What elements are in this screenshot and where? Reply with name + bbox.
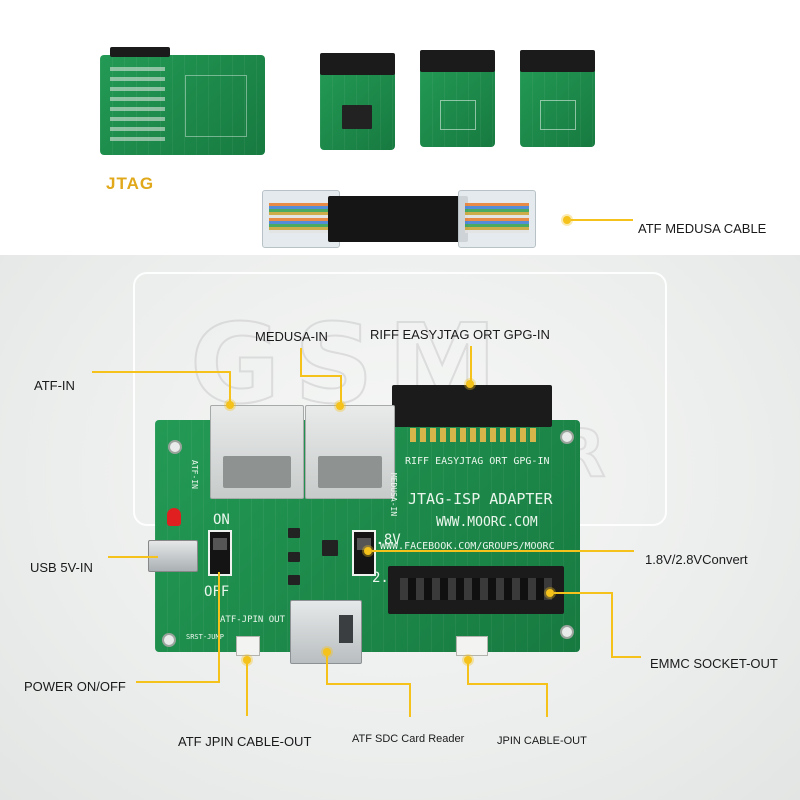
callout-line [300,375,342,377]
emmc-socket [388,566,564,614]
callout-line [372,550,634,552]
riff-header-pins [410,428,536,442]
jtag-title: JTAG [106,174,155,193]
jtag-board [100,47,265,155]
callout-line [611,592,613,658]
mount-hole [162,633,176,647]
label-riff-in: RIFF EASYJTAG ORT GPG-IN [370,327,550,342]
adapter-board-3 [520,50,595,147]
callout-line [246,662,248,716]
silk-srst: SRST-JUMP [186,633,224,641]
callout-line [546,683,548,717]
ic-chip [288,528,300,538]
callout-line [229,371,231,405]
callout-dot [243,656,251,664]
callout-dot [336,402,344,410]
silk-off: OFF [204,584,230,600]
ic-chip [288,552,300,562]
callout-line [92,371,230,373]
mount-hole [168,440,182,454]
callout-dot [464,656,472,664]
label-atf-in: ATF-IN [34,378,75,393]
callout-dot [546,589,554,597]
label-usb-in: USB 5V-IN [30,560,93,575]
label-power: POWER ON/OFF [24,679,126,694]
callout-line [611,656,641,658]
callout-line [326,654,328,684]
mount-hole [560,430,574,444]
atf-in-port [210,405,304,499]
callout-dot [364,547,372,555]
label-jpin: JPIN CABLE-OUT [497,735,587,747]
silk-atf-jpin: ATF-JPIN OUT [220,615,286,625]
callout-line [470,346,472,382]
callout-line [467,683,547,685]
callout-line [571,219,633,221]
callout-line [300,348,302,376]
silk-riff: RIFF EASYJTAG ORT GPG-IN [405,456,550,467]
label-convert: 1.8V/2.8VConvert [645,552,748,567]
callout-line [326,683,410,685]
callout-line [554,592,612,594]
label-atf-medusa-cable: ATF MEDUSA CABLE [638,221,767,236]
silk-medusa-in: MEDUSA-IN [389,472,399,517]
adapter-board-2 [420,50,495,147]
jpin-connector [456,636,488,656]
silk-facebook: WWW.FACEBOOK.COM/GROUPS/MOORC [380,541,555,552]
power-switch [208,530,232,576]
callout-dot [323,648,331,656]
callout-line [136,681,220,683]
label-emmc: EMMC SOCKET-OUT [650,656,778,671]
atf-jpin-connector [236,636,260,656]
cable-connector-right [458,190,536,248]
label-atf-jpin: ATF JPIN CABLE-OUT [178,734,312,749]
silk-2v: 2. [372,570,389,586]
label-sdc: ATF SDC Card Reader [352,733,465,745]
callout-line [467,662,469,684]
silk-atf-in: ATF-IN [189,460,199,489]
medusa-cable [328,196,468,242]
callout-line [108,556,158,558]
callout-line [218,572,220,682]
label-medusa-in: MEDUSA-IN [255,329,328,344]
ic-chip [322,540,338,556]
adapter-board-1 [320,53,395,150]
silk-on: ON [213,512,230,528]
callout-line [340,375,342,405]
callout-line [409,683,411,717]
power-led [167,508,181,526]
callout-dot [563,216,571,224]
mount-hole [560,625,574,639]
silk-url: WWW.MOORC.COM [436,515,538,530]
silk-title: JTAG-ISP ADAPTER [408,490,553,508]
callout-dot [226,401,234,409]
callout-dot [466,380,474,388]
medusa-in-port [305,405,395,499]
ic-chip [288,575,300,585]
riff-header [392,385,552,427]
